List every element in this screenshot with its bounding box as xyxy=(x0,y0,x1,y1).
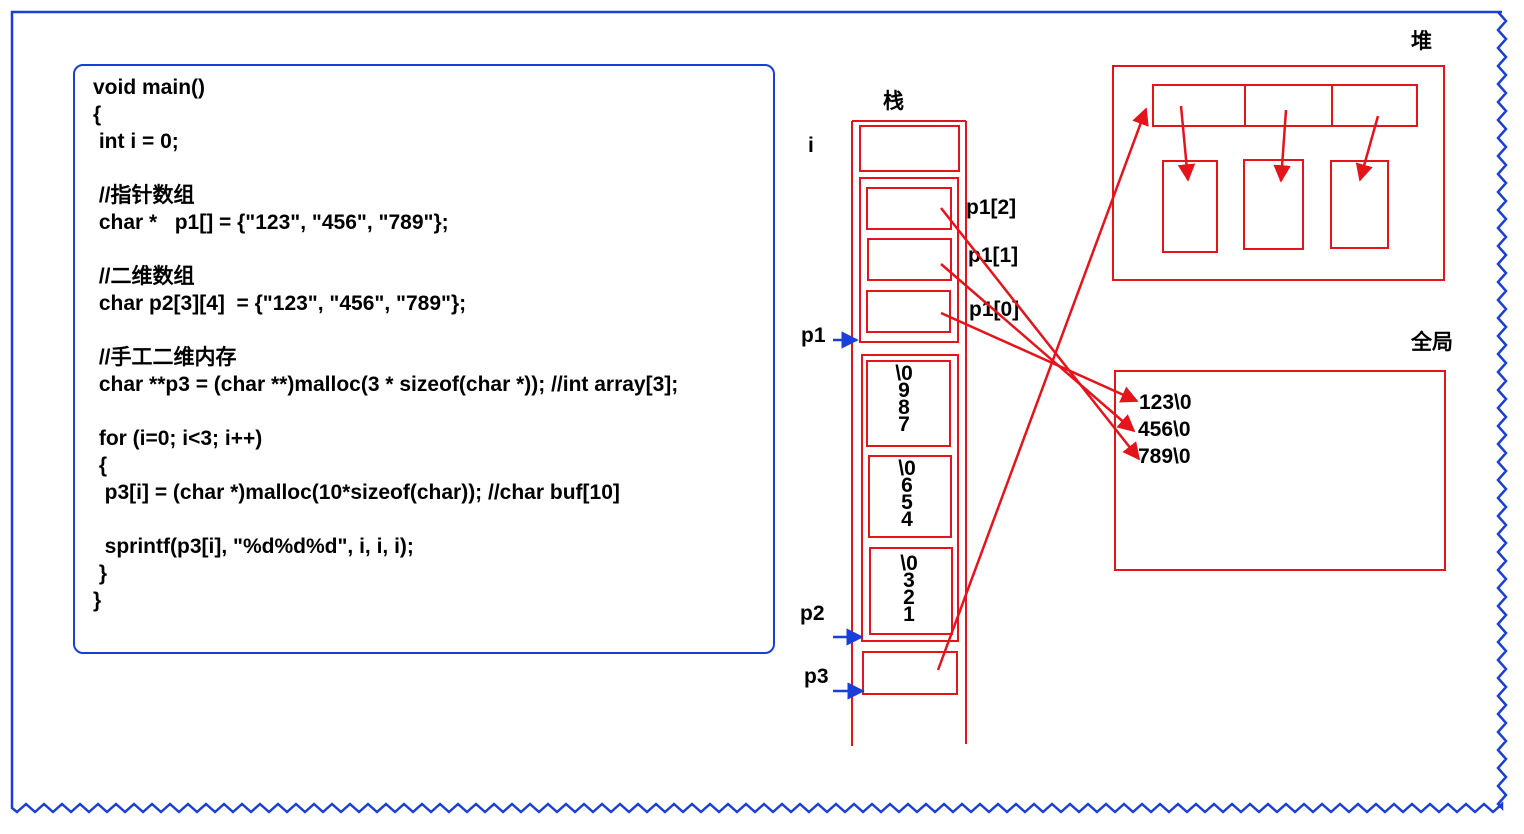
code-line: { xyxy=(93,103,102,126)
code-line: int i = 0; xyxy=(93,130,179,153)
arrow-p1-1 xyxy=(940,263,1136,433)
var-p1-label: p1 xyxy=(801,324,826,347)
p1-slot-0 xyxy=(866,290,951,333)
p2-row-1 xyxy=(868,455,952,538)
code-line: //指针数组 xyxy=(93,184,195,207)
var-p2-label: p2 xyxy=(800,602,825,625)
global-string-0: 123\0 xyxy=(1139,391,1192,414)
code-line: sprintf(p3[i], "%d%d%d", i, i, i); xyxy=(93,535,414,558)
arrow-heap-0 xyxy=(1177,105,1196,182)
p2-row-0 xyxy=(869,547,953,635)
code-line: //手工二维内存 xyxy=(93,346,237,369)
code-line: void main() xyxy=(93,76,206,99)
code-line: p3[i] = (char *)malloc(10*sizeof(char));… xyxy=(93,481,620,504)
heap-buf-2 xyxy=(1330,160,1389,249)
code-panel xyxy=(73,64,775,654)
arrow-p3-heap xyxy=(936,107,1149,671)
code-line: } xyxy=(93,562,108,585)
p1-slot-1 xyxy=(867,238,952,281)
code-line: //二维数组 xyxy=(93,265,195,288)
stack-cell-p3 xyxy=(862,651,958,695)
global-title: 全局 xyxy=(1411,331,1453,354)
global-region xyxy=(1114,370,1446,571)
stack-cell-i xyxy=(859,125,960,172)
code-line: char * p1[] = {"123", "456", "789"}; xyxy=(93,211,449,234)
p1-slot-2-label: p1[2] xyxy=(966,196,1017,219)
stack-block-p2 xyxy=(861,354,959,642)
heap-buf-1 xyxy=(1243,159,1304,250)
p1-slot-1-label: p1[1] xyxy=(968,244,1019,267)
var-i-label: i xyxy=(808,134,814,157)
stack-title: 栈 xyxy=(883,90,904,113)
arrow-heap-1 xyxy=(1273,109,1291,183)
arrow-heap-2 xyxy=(1355,115,1380,182)
heap-buf-0 xyxy=(1162,160,1218,253)
code-line: { xyxy=(93,454,108,477)
code-line: char **p3 = (char **)malloc(3 * sizeof(c… xyxy=(93,373,679,396)
global-string-1: 456\0 xyxy=(1138,418,1191,441)
heap-title: 堆 xyxy=(1411,30,1432,53)
heap-region xyxy=(1112,65,1445,281)
code-line: } xyxy=(93,589,102,612)
global-string-2: 789\0 xyxy=(1138,445,1191,468)
stack-block-p1 xyxy=(859,177,959,343)
arrow-p1-2 xyxy=(940,207,1141,461)
p1-slot-2 xyxy=(866,187,952,230)
code-line: char p2[3][4] = {"123", "456", "789"}; xyxy=(93,292,467,315)
arrow-p1-0 xyxy=(940,311,1139,403)
var-p3-label: p3 xyxy=(804,665,829,688)
p2-row-2 xyxy=(866,360,951,447)
code-line: for (i=0; i<3; i++) xyxy=(93,427,263,450)
